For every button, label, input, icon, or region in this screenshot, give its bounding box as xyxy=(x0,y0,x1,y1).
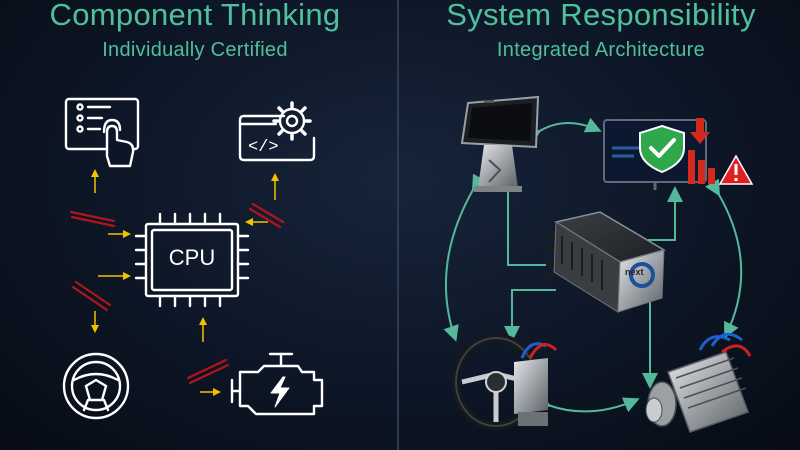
blocked-mark-2 xyxy=(248,202,285,229)
cpu-label: CPU xyxy=(168,245,216,270)
blocked-strokes xyxy=(69,202,285,385)
steering-wheel-unit xyxy=(451,333,558,431)
connector-right-loop xyxy=(705,178,743,339)
declining-bars-icon xyxy=(688,118,715,184)
left-subtitle: Individually Certified xyxy=(102,39,288,61)
display-stand xyxy=(460,95,540,192)
arrow-right-into-cpu-2 xyxy=(98,272,131,280)
connector-bottom-loop xyxy=(534,393,640,413)
connector-left-loop xyxy=(443,173,487,342)
warning-icon xyxy=(718,154,754,185)
ecu-controller: next xyxy=(546,211,666,313)
connector-display-to-monitor xyxy=(523,117,602,146)
steering-wheel-icon xyxy=(62,352,130,420)
engine-icon xyxy=(230,352,324,416)
touchscreen-icon xyxy=(64,97,140,168)
right-subtitle: Integrated Architecture xyxy=(496,39,706,61)
ecu-brand-label: next xyxy=(625,267,644,277)
arrow-down-to-wheel xyxy=(91,311,99,333)
blocked-mark-4 xyxy=(186,358,230,385)
connector-ecu-to-monitor xyxy=(648,186,683,241)
component-diagram: </> xyxy=(62,97,324,420)
right-title: System Responsibility xyxy=(446,0,756,32)
yellow-arrows xyxy=(91,169,279,396)
blocked-mark-1 xyxy=(69,210,116,228)
arrow-right-into-cpu-1 xyxy=(108,230,131,238)
monitor-status-icon xyxy=(603,118,754,190)
left-title: Component Thinking xyxy=(49,0,341,32)
svg-text:</>: </> xyxy=(248,138,279,157)
arrow-right-to-engine xyxy=(200,388,221,396)
cpu-chip-icon xyxy=(134,212,250,308)
shield-check-icon xyxy=(639,124,685,174)
connector-ecu-to-wheel xyxy=(504,289,556,342)
arrow-up-to-touchscreen xyxy=(91,169,99,193)
drive-motor xyxy=(645,332,752,433)
blocked-mark-3 xyxy=(71,280,112,312)
arrow-up-to-code-gear xyxy=(271,173,279,200)
arrow-left-into-cpu xyxy=(245,218,268,226)
connector-ecu-to-display xyxy=(500,176,548,266)
arrow-up-from-engine xyxy=(199,317,207,342)
code-gear-icon: </> xyxy=(238,101,316,162)
system-connectors xyxy=(443,117,743,413)
panel-divider xyxy=(397,0,399,450)
